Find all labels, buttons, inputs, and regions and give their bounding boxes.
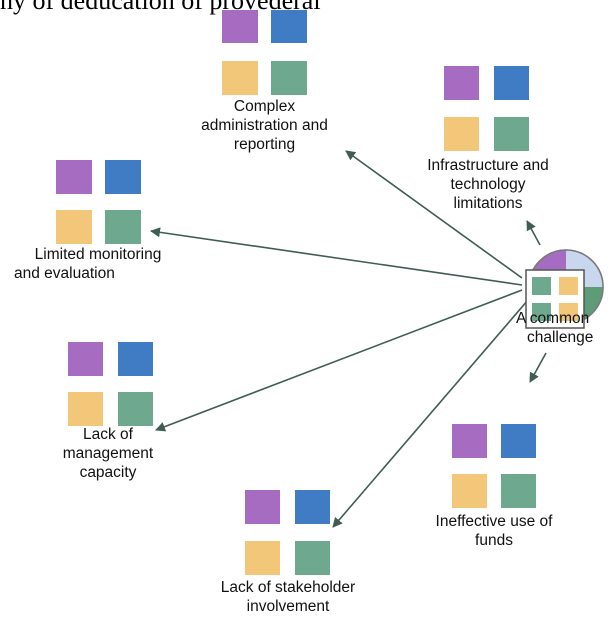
complex-admin-icon [222,10,307,95]
arrow-to-funds [529,352,547,383]
arrow-to-management [155,289,523,432]
monitoring-icon [56,160,141,244]
management-icon [68,342,153,426]
arrow-to-complex-admin [345,150,523,279]
stakeholder-icon [245,490,330,575]
label-complex-admin: Complex administration and reporting [201,98,328,153]
arrow-to-monitoring [150,227,523,286]
label-infrastructure: Infrastructure and technology limitation… [427,157,549,212]
infrastructure-icon [444,66,529,151]
label-stakeholder: Lack of stakeholder involvement [220,579,356,615]
label-management: Lack of management capacity [62,426,154,481]
label-monitoring: Limited monitoring and evaluation [14,246,162,282]
arrow-to-stakeholder [332,299,529,528]
funds-icon [452,424,536,508]
label-center-hub: A common challenge [516,310,594,346]
connector-arrows [150,150,547,528]
center-hub-icon [525,249,604,329]
label-funds: Ineffective use of funds [435,513,553,549]
arrow-to-infrastructure [526,220,541,246]
